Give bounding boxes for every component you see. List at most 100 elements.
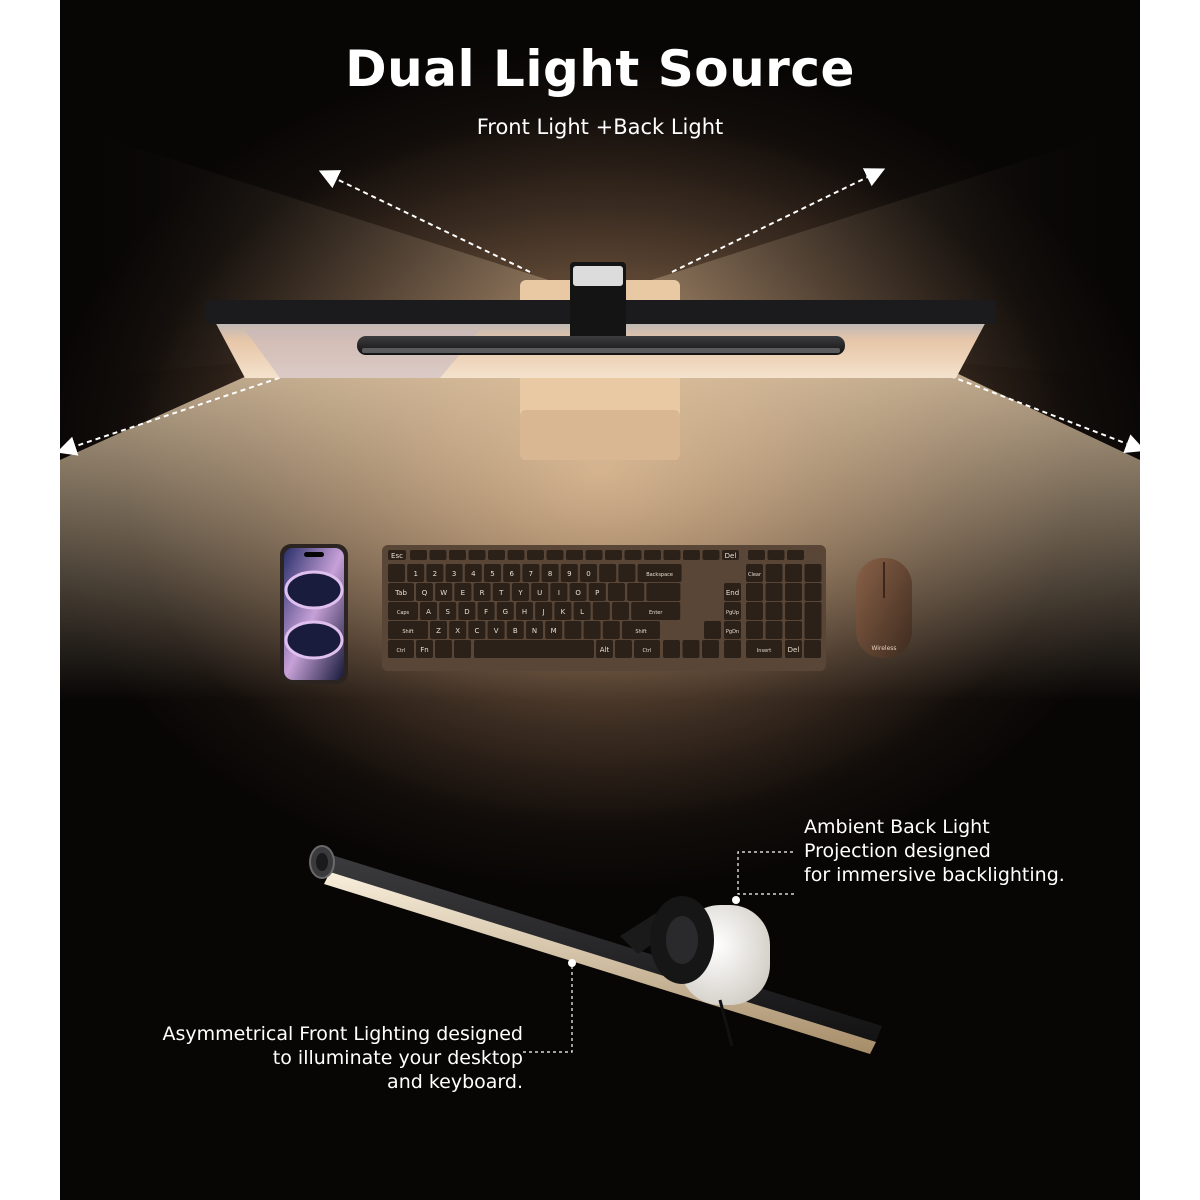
keyboard-key-label: M bbox=[551, 627, 557, 635]
keyboard-key bbox=[624, 550, 642, 560]
keyboard-key bbox=[468, 550, 486, 560]
keyboard-key bbox=[388, 640, 414, 658]
key-backspace: Backspace bbox=[646, 572, 673, 578]
keyboard-key bbox=[682, 640, 700, 658]
caption-line: Asymmetrical Front Lighting designed bbox=[162, 1023, 523, 1045]
keyboard-key-label: K bbox=[561, 608, 566, 616]
keyboard-key bbox=[430, 621, 447, 639]
keyboard-key-label: X bbox=[455, 627, 460, 635]
keyboard-key-label: 4 bbox=[471, 570, 476, 578]
keyboard-key bbox=[746, 621, 763, 639]
keyboard-key bbox=[746, 583, 763, 601]
keyboard-key bbox=[602, 621, 620, 639]
keyboard-key bbox=[767, 550, 785, 560]
keyboard-key bbox=[704, 621, 721, 639]
keyboard-key bbox=[435, 583, 453, 601]
keyboard-key bbox=[484, 564, 501, 582]
keyboard-key bbox=[634, 640, 660, 658]
keyboard-key-label: F bbox=[484, 608, 488, 616]
monitor-light-bar bbox=[357, 262, 845, 355]
ambient-back-light-caption: Ambient Back Light Projection designed f… bbox=[804, 815, 1065, 887]
keyboard-key-label: 1 bbox=[413, 570, 417, 578]
keyboard-key bbox=[748, 550, 765, 560]
keyboard-key bbox=[804, 640, 821, 658]
keyboard-key-label: 3 bbox=[452, 570, 456, 578]
key-alt: Alt bbox=[600, 646, 610, 654]
keyboard-key bbox=[468, 621, 486, 639]
keyboard-key bbox=[569, 583, 587, 601]
keyboard-key bbox=[683, 550, 700, 560]
scene-illustration: EscDel1234567890BackspaceClearTabQWERTYU… bbox=[60, 130, 1140, 1054]
keyboard-key bbox=[583, 621, 601, 639]
keyboard-key bbox=[785, 621, 802, 639]
keyboard-key bbox=[765, 621, 783, 639]
keyboard-key bbox=[785, 640, 802, 658]
keyboard-key bbox=[724, 602, 741, 620]
keyboard-key bbox=[545, 621, 563, 639]
caption-line: Projection designed bbox=[804, 840, 991, 862]
keyboard-key bbox=[506, 621, 524, 639]
key-pgup: PgUp bbox=[726, 610, 739, 616]
keyboard-key-label: C bbox=[474, 627, 479, 635]
keyboard-key bbox=[724, 640, 741, 658]
keyboard-key-label: 5 bbox=[490, 570, 494, 578]
keyboard-key bbox=[592, 602, 610, 620]
keyboard-key-label: 2 bbox=[433, 570, 437, 578]
dashed-arrow-icon bbox=[318, 170, 531, 273]
keyboard-key-label: P bbox=[595, 589, 599, 597]
key-caps: Caps bbox=[397, 610, 410, 616]
keyboard-key bbox=[516, 602, 533, 620]
keyboard-key bbox=[526, 621, 543, 639]
keyboard-key-label: Y bbox=[517, 589, 523, 597]
key-shift-right: Shift bbox=[635, 629, 646, 635]
caption-line: for immersive backlighting. bbox=[804, 864, 1065, 886]
keyboard-key bbox=[605, 550, 622, 560]
keyboard-key bbox=[426, 564, 444, 582]
key-end: End bbox=[726, 589, 739, 597]
keyboard-key bbox=[522, 564, 540, 582]
dashed-arrow-icon bbox=[671, 168, 886, 273]
keyboard-key bbox=[622, 621, 660, 639]
keyboard-key-label: G bbox=[503, 608, 508, 616]
keyboard-key bbox=[454, 640, 471, 658]
keyboard-key bbox=[449, 550, 466, 560]
keyboard-key bbox=[804, 583, 822, 601]
keyboard-key bbox=[724, 621, 741, 639]
keyboard-key bbox=[512, 583, 529, 601]
dashed-arrow-icon bbox=[60, 374, 289, 456]
keyboard-key-label: R bbox=[480, 589, 485, 597]
keyboard-key bbox=[473, 583, 491, 601]
keyboard-key bbox=[580, 564, 597, 582]
keyboard-key bbox=[646, 583, 681, 601]
keyboard-key-label: D bbox=[464, 608, 469, 616]
keyboard-key-label: N bbox=[532, 627, 537, 635]
caption-line: to illuminate your desktop bbox=[272, 1047, 523, 1069]
monitor-clamp bbox=[650, 896, 770, 1047]
keyboard-key bbox=[407, 564, 425, 582]
keyboard-key-label: U bbox=[537, 589, 542, 597]
keyboard-key bbox=[618, 564, 636, 582]
keyboard-key bbox=[496, 602, 514, 620]
keyboard-key bbox=[429, 550, 447, 560]
keyboard-key bbox=[503, 564, 521, 582]
keyboard-key-label: 7 bbox=[529, 570, 533, 578]
keyboard-key bbox=[564, 621, 582, 639]
key-ctrl-left: Ctrl bbox=[397, 648, 406, 654]
leader-line-icon bbox=[523, 966, 573, 1053]
mouse-brand: Wireless bbox=[871, 645, 896, 652]
key-enter: Enter bbox=[649, 610, 663, 616]
keyboard-key-label: T bbox=[498, 589, 504, 597]
keyboard-key bbox=[637, 564, 682, 582]
keyboard-key bbox=[702, 640, 719, 658]
keyboard-key-label: 6 bbox=[509, 570, 514, 578]
keyboard-key bbox=[531, 583, 549, 601]
keyboard-key bbox=[388, 564, 405, 582]
keyboard-key bbox=[388, 550, 406, 560]
key-tab: Tab bbox=[394, 589, 407, 597]
keyboard-key bbox=[746, 640, 782, 658]
keyboard-key bbox=[416, 583, 433, 601]
keyboard-key bbox=[388, 621, 428, 639]
keyboard-key-label: E bbox=[461, 589, 465, 597]
